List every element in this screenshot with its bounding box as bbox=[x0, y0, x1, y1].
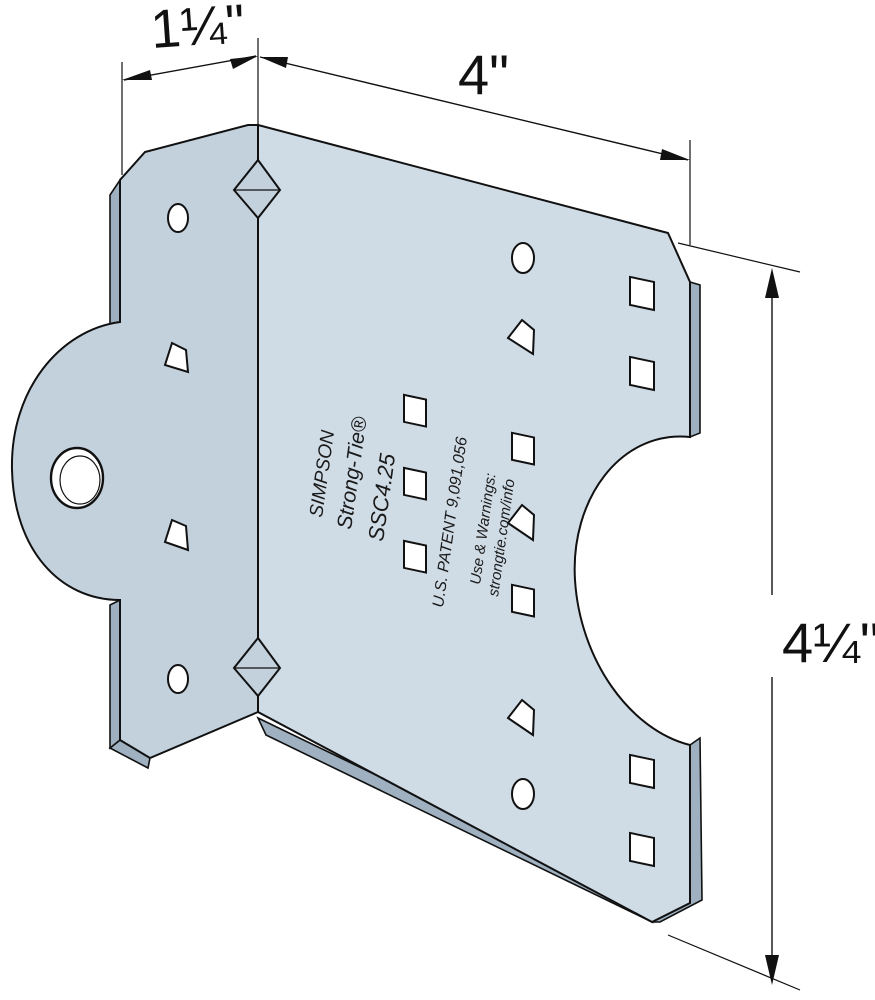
round-hole bbox=[511, 778, 535, 810]
triangle-hole bbox=[506, 698, 536, 737]
arrowhead bbox=[260, 57, 288, 68]
diamond-hole bbox=[232, 636, 282, 698]
square-hole bbox=[403, 466, 427, 501]
square-hole bbox=[403, 393, 427, 428]
dimension-plate-width: 4" bbox=[259, 43, 691, 245]
dimension-label-flange-width: 1¼" bbox=[149, 0, 247, 60]
flange-holes bbox=[49, 203, 190, 694]
arrowhead bbox=[660, 149, 690, 160]
diamond-holes bbox=[232, 158, 282, 698]
flange-edge-lower-left bbox=[109, 598, 121, 750]
round-hole bbox=[167, 203, 189, 233]
dimension-label-plate-height: 4¼" bbox=[782, 611, 875, 674]
arrowhead bbox=[122, 70, 152, 80]
dimension-plate-height: 4¼" bbox=[667, 242, 875, 991]
triangle-hole bbox=[506, 318, 536, 356]
plate-face bbox=[257, 123, 691, 924]
flange-face bbox=[10, 124, 259, 760]
square-hole bbox=[403, 539, 427, 574]
square-hole bbox=[629, 355, 655, 392]
triangle-hole bbox=[163, 341, 190, 374]
round-hole bbox=[167, 664, 189, 694]
flange-edge-left bbox=[109, 177, 121, 330]
plate-edge-right-top bbox=[689, 280, 701, 439]
arrowhead bbox=[765, 955, 779, 985]
diamond-hole bbox=[232, 158, 282, 220]
dimension-label-plate-width: 4" bbox=[458, 43, 509, 106]
square-hole bbox=[629, 753, 655, 790]
square-hole bbox=[629, 831, 655, 868]
anchor-hole bbox=[49, 446, 105, 510]
triangle-hole bbox=[163, 518, 190, 552]
square-hole bbox=[511, 583, 535, 618]
triangle-hole bbox=[506, 503, 536, 542]
plate-holes bbox=[403, 242, 655, 868]
square-hole bbox=[629, 275, 655, 312]
dimension-flange-width: 1¼" bbox=[121, 0, 259, 175]
square-hole bbox=[511, 431, 535, 466]
arrowhead bbox=[765, 268, 779, 298]
arrowhead bbox=[230, 56, 258, 69]
round-hole bbox=[511, 242, 535, 274]
